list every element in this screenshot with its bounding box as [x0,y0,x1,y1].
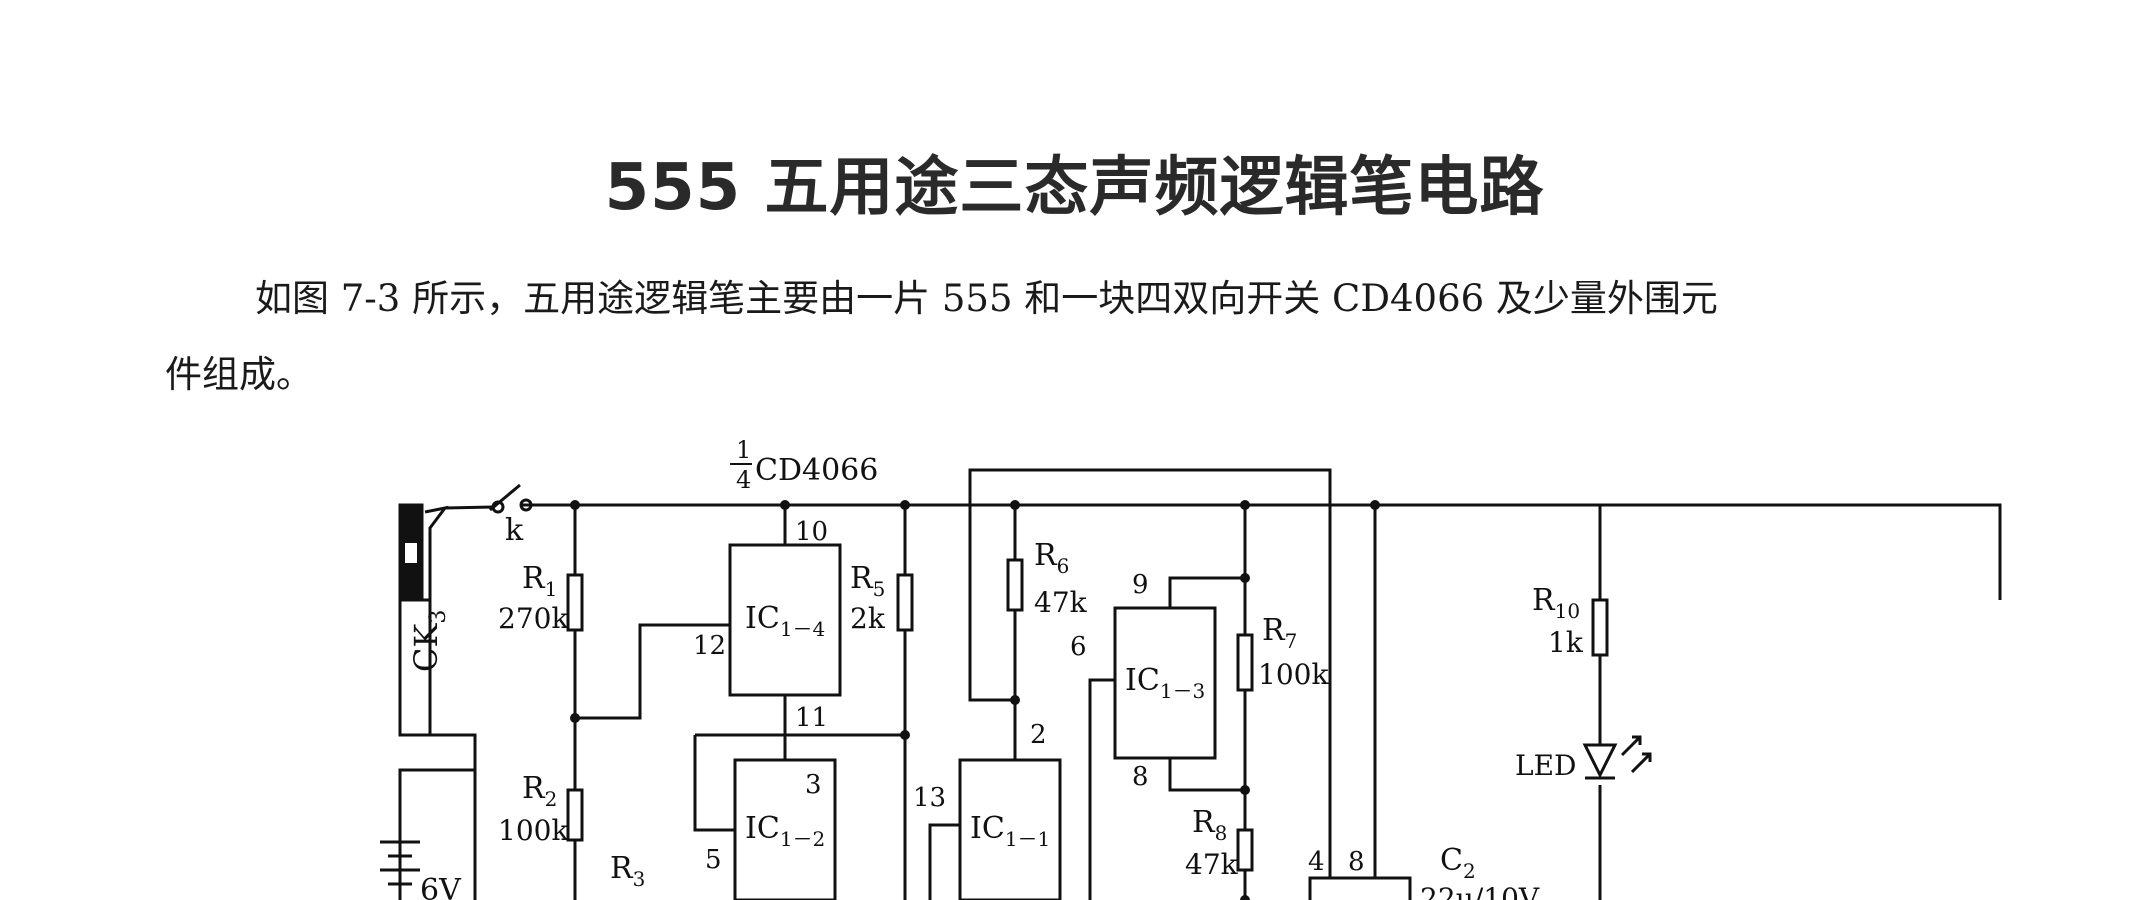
resistor-r10 [1591,598,1609,657]
pin-8-ic13: 8 [1132,762,1149,792]
junction-dots [570,500,1380,900]
pin-10: 10 [795,517,828,547]
r7-name: R7 [1262,613,1297,653]
r3-name: R3 [610,851,645,891]
r1-value: 270k [498,602,569,635]
wires [398,468,2002,900]
paragraph-line-1: 如图 7-3 所示，五用途逻辑笔主要由一片 555 和一块四双向开关 CD406… [255,277,1718,320]
pin-8-555: 8 [1348,847,1365,877]
pin-5: 5 [705,845,722,875]
r10-value: 1k [1548,626,1584,659]
ic-blocks [728,543,1412,900]
pin-12: 12 [693,631,726,661]
resistor-bodies [566,558,1609,872]
led-symbol [1582,735,1652,780]
resistor-r7 [1236,633,1254,692]
led-label: LED [1515,749,1576,782]
chip-fraction-num: 1 [736,436,751,464]
resistor-r6 [1006,558,1024,612]
ic-1-1-box [958,758,1062,900]
schematic-labels: 1 4 CD4066 k CK3 6V R1 270k R2 100k R3 R… [407,436,1584,900]
pin-3: 3 [805,770,822,800]
pin-13: 13 [913,783,946,813]
r7-value: 100k [1258,658,1329,691]
resistor-r5 [896,573,914,632]
chip-name: CD4066 [755,453,878,488]
c2-value: 22μ/10V [1420,882,1540,900]
switch-label: k [505,513,524,548]
battery-symbol [380,840,420,886]
ic-1-4-box [728,543,842,697]
pin-9: 9 [1132,570,1149,600]
ic-1-3-label: IC1－3 [1125,663,1205,703]
r5-name: R5 [850,561,885,601]
r2-value: 100k [498,814,569,847]
r2-name: R2 [522,771,557,811]
battery-label: 6V [420,873,462,900]
probe-ck3 [398,503,432,737]
ic-1-2-box [733,758,837,900]
r5-value: 2k [850,602,886,635]
ic-1-1-label: IC1－1 [970,811,1050,851]
pin-2: 2 [1030,720,1047,750]
r6-name: R6 [1034,538,1069,578]
c2-name: C2 [1440,843,1476,883]
switch-k [444,483,533,514]
resistor-r8 [1236,828,1254,872]
ic-1-3-box [1113,606,1217,760]
pin-11: 11 [795,703,828,733]
ic-1-4-label: IC1－4 [745,601,825,641]
ic-1-2-label: IC1－2 [745,811,825,851]
chip-fraction-den: 4 [736,466,751,494]
paragraph-line-2: 件组成。 [165,353,313,396]
r8-value: 47k [1185,848,1239,881]
pin-6: 6 [1070,632,1087,662]
page-title: 555 五用途三态声频逻辑笔电路 [604,151,1545,225]
r8-name: R8 [1192,805,1227,845]
probe-label: CK3 [407,610,451,672]
resistor-r1 [566,573,584,632]
r1-name: R1 [522,561,557,601]
r10-name: R10 [1532,583,1580,623]
pin-4-555: 4 [1308,847,1325,877]
ic-555-box [1308,876,1412,900]
resistor-r2 [566,788,584,842]
r6-value: 47k [1034,586,1088,619]
